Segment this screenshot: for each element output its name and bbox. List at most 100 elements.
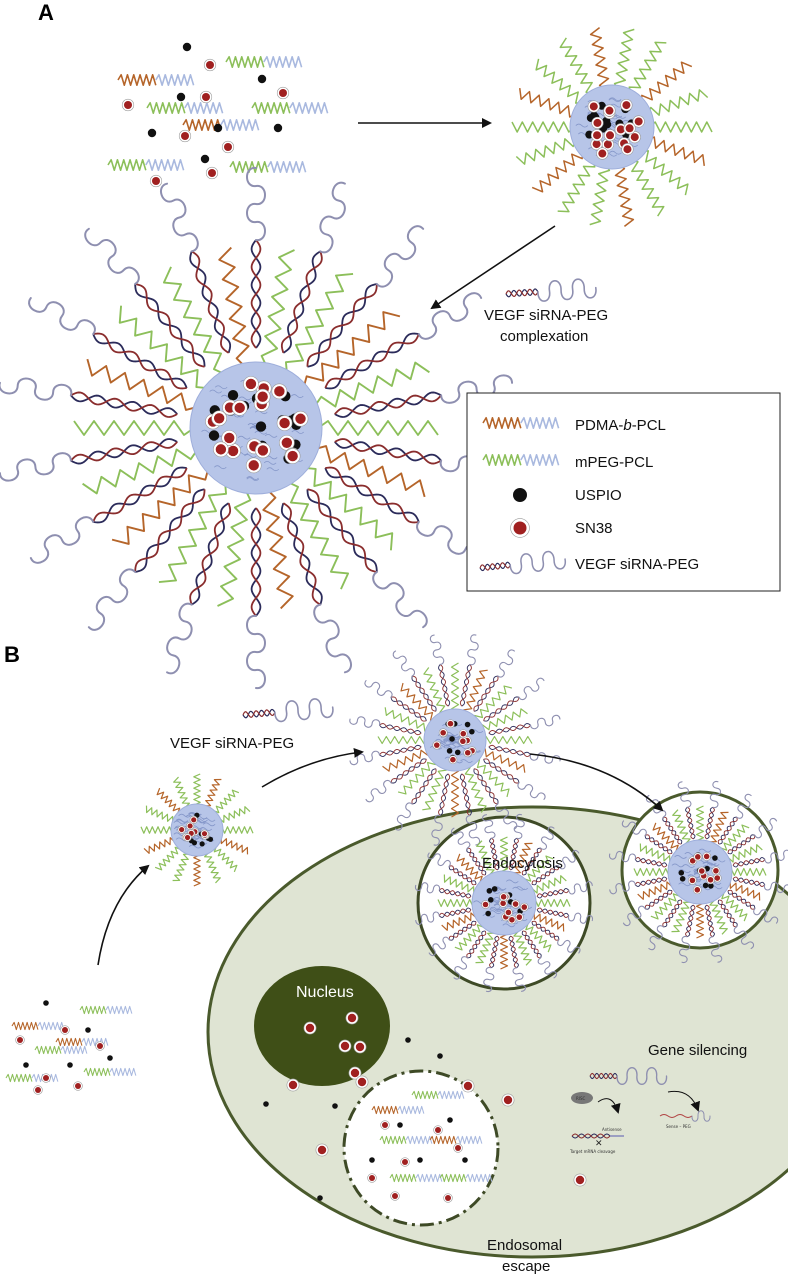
sirna-strand: [250, 507, 262, 617]
core-chain: [254, 430, 268, 435]
sn38-core: [245, 378, 257, 390]
sn38-core: [288, 1080, 298, 1090]
shell-chain: [172, 850, 192, 882]
polymer-chain: [11, 1021, 65, 1031]
shell-chain: [499, 930, 509, 970]
sirna-strand: [704, 806, 715, 840]
polymer-block: [146, 101, 186, 115]
uspio-icon: [469, 728, 475, 735]
sirna-strand: [189, 502, 232, 605]
peg-tail: [754, 817, 778, 839]
shell-chain: [650, 891, 682, 920]
sn38-icon: [338, 1039, 352, 1053]
antisense-label: Antisense: [602, 1127, 622, 1132]
peg-tail: [0, 377, 73, 401]
shell-chain: [86, 358, 198, 411]
sn38-icon: [380, 1120, 390, 1130]
sirna-strand: [663, 816, 682, 845]
shell-chain: [695, 805, 705, 845]
complexation-label-line1: VEGF siRNA-PEG: [484, 307, 608, 324]
shell-chain: [162, 266, 226, 376]
sn38-core: [191, 817, 197, 823]
sirna-strand: [686, 806, 695, 840]
shell-chain: [384, 707, 431, 732]
uspio-icon: [679, 875, 686, 882]
peg-chain: [417, 292, 483, 340]
uspio-icon: [332, 1103, 338, 1109]
peg-tail: [609, 880, 636, 895]
core-chain: [698, 848, 712, 853]
micelle-sirna: [159, 182, 232, 354]
sirna-strand: [488, 744, 531, 757]
micelle-arm: [463, 669, 488, 716]
peg-tail: [415, 911, 440, 925]
micelle-arm: [523, 921, 552, 953]
micelle-arm: [613, 28, 635, 90]
gene-silencing-diagram: RISC Antisense Target mRNA cleavage Sens…: [569, 1090, 711, 1154]
micelle-arm: [313, 361, 430, 408]
peg-tail: [87, 568, 137, 631]
micelle-arm: [158, 481, 228, 584]
core-chain: [575, 123, 589, 128]
shell-chain: [628, 41, 667, 95]
shell-chain: [481, 735, 533, 745]
polymer-block: [109, 1067, 137, 1077]
polymer-chain: [146, 101, 224, 115]
sn38-icon: [438, 728, 448, 738]
sn38-core: [460, 730, 467, 737]
sirna-strand: [242, 709, 276, 718]
peg-chain: [467, 634, 479, 666]
micelle-arm: [475, 928, 496, 964]
sn38-icon: [284, 448, 301, 464]
micelle-sirna: [531, 920, 581, 954]
micelle-sirna: [488, 744, 561, 764]
uspio-icon: [182, 42, 192, 52]
sn38-core: [622, 101, 631, 110]
peg-chain: [428, 936, 450, 957]
core-chain: [671, 863, 685, 868]
micelle-arm: [650, 891, 682, 920]
sn38-core: [521, 904, 528, 910]
micelle-arm: [522, 855, 554, 884]
micelle-sirna: [483, 677, 545, 722]
legend-label-pdma: PDMA-b-PCL: [575, 417, 666, 434]
uspio-icon: [273, 123, 283, 133]
micelle-arm: [709, 897, 728, 935]
peg-tail: [753, 908, 779, 924]
micelle-arm: [204, 849, 221, 884]
uspio-icon: [67, 1062, 73, 1068]
target-mrna-strand: [571, 1133, 624, 1139]
micelle-arm: [464, 764, 487, 813]
sense-arrow: [667, 1090, 700, 1112]
shell-chain: [637, 881, 675, 900]
sn38-icon: [315, 1143, 329, 1157]
polymer-block: [225, 55, 265, 69]
core-chain: [266, 467, 280, 472]
peg-chain: [736, 793, 752, 819]
sn38-icon: [355, 1075, 369, 1089]
sn38-icon: [225, 443, 241, 459]
micelle-arm: [212, 844, 238, 873]
peg-tail: [313, 603, 353, 674]
sn38-icon: [433, 1125, 443, 1135]
sirna-strand: [448, 921, 477, 940]
sn38-icon: [628, 131, 641, 144]
uspio-icon: [454, 749, 461, 756]
peg-tail: [529, 714, 561, 730]
shell-chain: [718, 824, 750, 853]
peg-tail: [395, 802, 413, 831]
sn38-icon: [711, 866, 721, 876]
uspio-icon: [208, 430, 220, 441]
peg-chain: [349, 750, 381, 766]
shell-chain: [314, 445, 426, 498]
micelle-arm: [628, 41, 667, 95]
micelle-sirna: [324, 292, 483, 390]
micelle-arm: [441, 912, 479, 931]
sn38-icon: [692, 885, 702, 895]
core-chain: [609, 103, 623, 108]
sn38-icon: [443, 1193, 453, 1203]
core-chain: [178, 813, 191, 818]
sn38-icon: [255, 442, 271, 459]
sirna-strand: [662, 899, 683, 928]
micelle-sirna: [622, 889, 673, 927]
